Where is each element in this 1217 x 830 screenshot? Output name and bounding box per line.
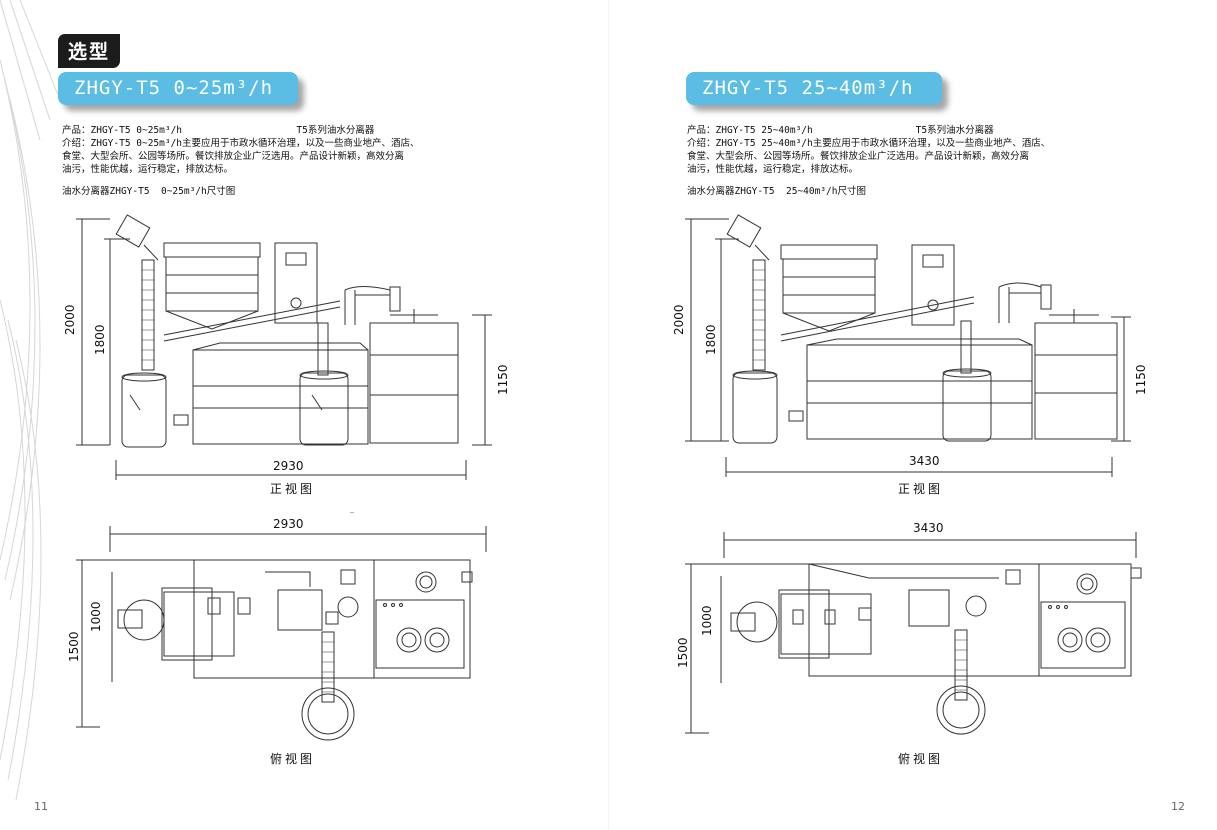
dim-height-tank: 1150: [1134, 364, 1148, 395]
left-page: 选型 ZHGY-T5 0~25m³/h 产品：ZHGY-T5 0~25m³/h …: [0, 0, 608, 830]
dim-width-top: 2930: [273, 517, 304, 531]
front-view-label: 正视图: [270, 482, 316, 496]
model-banner: ZHGY-T5 25~40m³/h: [686, 72, 942, 105]
intro-line: 油污，性能优越，运行稳定，排放达标。: [687, 164, 859, 175]
top-view-drawing: 1500 1000 3430: [676, 521, 1142, 735]
front-view-label: 正视图: [898, 482, 944, 496]
intro-line: 食堂、大型会所、公园等场所。餐饮排放企业广泛选用。产品设计新颖，高效分离: [687, 151, 1030, 162]
page-number: 12: [1171, 800, 1185, 813]
dim-width-top: 3430: [913, 521, 944, 535]
right-page: ZHGY-T5 25~40m³/h 产品：ZHGY-T5 25~40m³/h T…: [609, 0, 1217, 830]
dim-height-inner: 1800: [93, 324, 107, 355]
product-info: 产品：ZHGY-T5 0~25m³/h T5系列油水分离器 介绍：ZHGY-T5…: [62, 124, 562, 198]
drawing-title: 油水分离器ZHGY-T5 25~40m³/h尺寸图: [687, 186, 866, 197]
dim-height-tank: 1150: [496, 364, 510, 395]
dim-width-front: 2930: [273, 459, 304, 473]
front-view-drawing: 2000 1800 1150 2930: [63, 214, 510, 480]
dim-height-total: 2000: [672, 304, 686, 335]
section-title: 选型: [58, 34, 121, 68]
dim-depth-inner: 1000: [89, 601, 103, 632]
product-info: 产品：ZHGY-T5 25~40m³/h T5系列油水分离器 介绍：ZHGY-T…: [687, 124, 1187, 198]
dim-depth-total: 1500: [67, 631, 81, 662]
decorative-curves: [0, 0, 61, 801]
drawing-title: 油水分离器ZHGY-T5 0~25m³/h尺寸图: [62, 186, 236, 197]
dim-height-inner: 1800: [704, 324, 718, 355]
intro-line: 油污，性能优越，运行稳定，排放达标。: [62, 164, 234, 175]
page-number: 11: [34, 800, 48, 813]
intro-line: 介绍：ZHGY-T5 0~25m³/h主要应用于市政水循环治理，以及一些商业地产…: [62, 138, 420, 149]
book-spine: [607, 0, 610, 830]
dim-depth-inner: 1000: [700, 605, 714, 636]
intro-line: 食堂、大型会所、公园等场所。餐饮排放企业广泛选用。产品设计新颖，高效分离: [62, 151, 405, 162]
intro-line: 介绍：ZHGY-T5 25~40m³/h主要应用于市政水循环治理，以及一些商业地…: [687, 138, 1051, 149]
product-line: 产品：ZHGY-T5 0~25m³/h T5系列油水分离器: [62, 125, 375, 136]
top-view-drawing: 1500 1000 2930: [67, 512, 487, 741]
top-view-label: 俯视图: [270, 752, 316, 766]
front-view-drawing: 2000 1800 1150 3430: [672, 214, 1148, 477]
dim-width-front: 3430: [909, 454, 940, 468]
top-view-label: 俯视图: [898, 752, 944, 766]
model-banner: ZHGY-T5 0~25m³/h: [58, 72, 298, 105]
dim-depth-total: 1500: [676, 637, 690, 668]
product-line: 产品：ZHGY-T5 25~40m³/h T5系列油水分离器: [687, 125, 994, 136]
dim-height-total: 2000: [63, 304, 77, 335]
